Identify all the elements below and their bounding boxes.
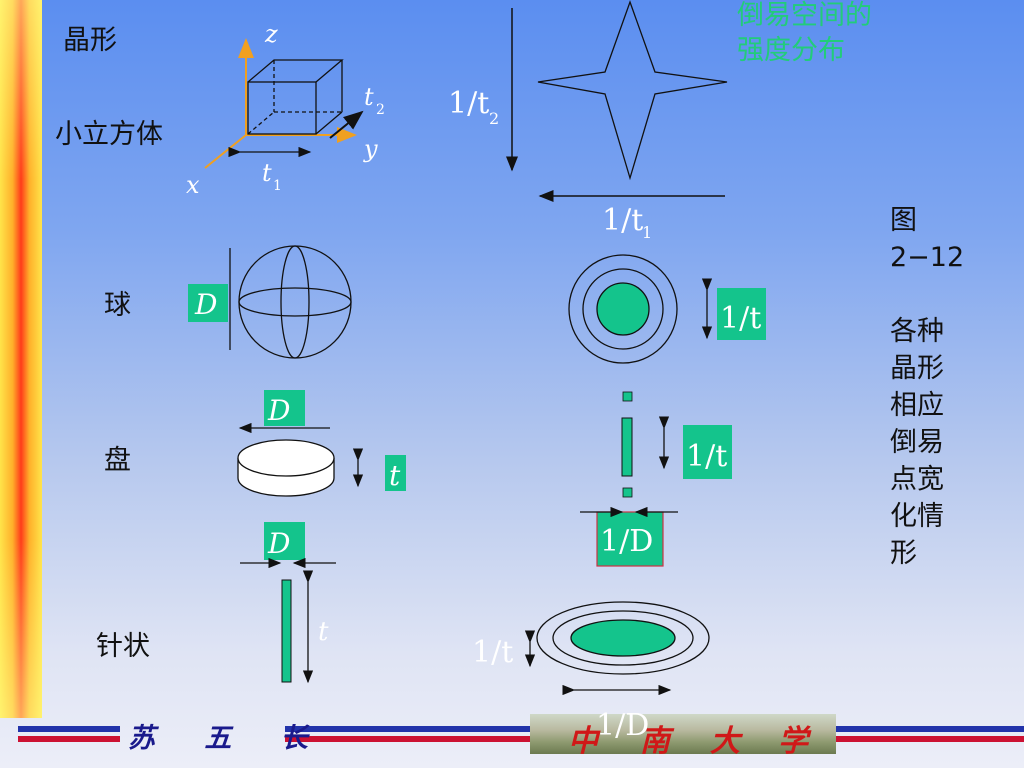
footer-author: 苏 五 长 [128,723,328,754]
footer-bar-left-red [18,736,120,742]
star-shape [537,0,728,181]
needle-D-label: D [267,527,290,560]
sphere-diagram: D [188,245,352,359]
label-sphere: 球 [104,290,131,321]
footer-bar-right-red [836,736,1024,742]
sphere-D-label: D [194,288,217,321]
z-label: z [264,20,278,48]
disk-diagram: D t [237,390,406,497]
univ-char-1: 中 [568,724,598,754]
needle-t-label: t [318,617,329,647]
left-gradient-stripe [0,0,42,718]
needle-diagram: D t [240,522,336,684]
star-reciprocal: 1/t 2 1/t 1 [448,0,728,242]
t2-subscript: 2 [376,102,385,118]
footer-bar-mid-red [285,736,530,742]
sphere-inv-t-box [717,288,766,340]
label-crystal-shape: 晶形 [63,25,117,56]
disk-t-label: t [389,459,401,492]
sphere-reciprocal: 1/t [568,254,766,364]
cube-diagram: z y x t 2 t 1 [186,20,385,199]
disk-inv-D-label: 1/D [600,524,653,559]
inv-t2-subscript: 2 [489,109,499,128]
inv-t2-text: 1/t [448,86,489,121]
disk-D-label: D [267,394,290,427]
sphere-inv-t-label: 1/t [720,301,761,336]
cube-shape [247,59,344,135]
reciprocal-title-text: 倒易空间的 强度分布 [737,0,872,66]
x-axis [204,134,247,169]
univ-char-3: 大 [710,724,740,754]
label-needle: 针状 [96,631,150,662]
reciprocal-title: 倒易空间的 强度分布 [737,0,872,68]
inv-t2-label: 1/t [448,86,489,121]
disk-inv-t-label: 1/t [686,439,727,474]
diagram-canvas: z y x t 2 t 1 1/t 2 1/t 1 D 1/t D [186,0,766,696]
y-label: y [363,135,378,163]
figure-caption: 图 2−12 各种 晶形 相应 倒易 点宽 化情 形 [890,205,965,569]
t1-subscript: 1 [273,178,282,194]
footer-bar-right-blue [836,726,1024,732]
disk-reciprocal: 1/t 1/D [580,391,732,567]
label-small-cube: 小立方体 [55,119,163,150]
footer [0,718,1024,768]
x-label: x [186,171,200,199]
needle-reciprocal: 1/t [472,601,710,696]
needle-inv-t-label: 1/t [472,635,513,670]
footer-university-banner: 中 南 大 学 [530,714,836,754]
univ-char-4: 学 [778,724,808,754]
inv-t1-subscript: 1 [642,223,652,242]
inv-t1-text: 1/t [602,203,643,238]
label-disk: 盘 [104,445,131,476]
footer-bar-mid-blue [285,726,530,732]
footer-bar-left-blue [18,726,120,732]
t2-label: t [364,83,374,111]
t1-label: t [262,159,272,187]
sphere-D-box [188,284,228,322]
t2-arrow [329,110,364,139]
inv-t1-label: 1/t [602,203,643,238]
univ-char-2: 南 [640,724,670,754]
